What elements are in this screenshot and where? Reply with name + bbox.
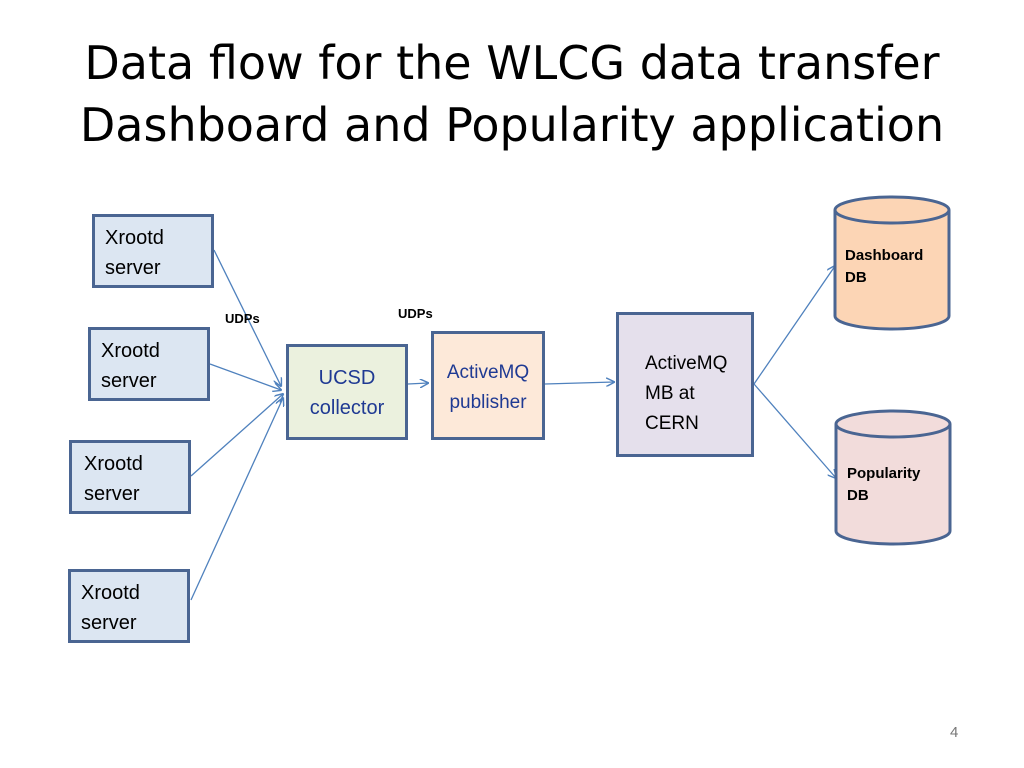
- arrow-server1-collector: [213, 249, 281, 386]
- arrow-collector-publisher: [407, 383, 428, 384]
- dashboard-db-cylinder: [833, 195, 951, 331]
- arrow-server3-collector: [190, 394, 283, 477]
- title-line-2: Dashboard and Popularity application: [79, 98, 945, 152]
- udps-label-left: UDPs: [225, 311, 260, 326]
- slide-title: Data flow for the WLCG data transfer Das…: [0, 32, 1024, 156]
- arrow-publisher-broker: [544, 382, 614, 384]
- arrow-broker-dashboard: [753, 266, 835, 385]
- popularity-db-cylinder: [834, 409, 952, 546]
- title-line-1: Data flow for the WLCG data transfer: [84, 36, 940, 90]
- page-number: 4: [950, 724, 959, 741]
- udps-label-top: UDPs: [398, 306, 433, 321]
- arrow-server4-collector: [190, 398, 283, 601]
- arrow-server2-collector: [209, 363, 281, 390]
- arrow-broker-popularity: [753, 383, 836, 478]
